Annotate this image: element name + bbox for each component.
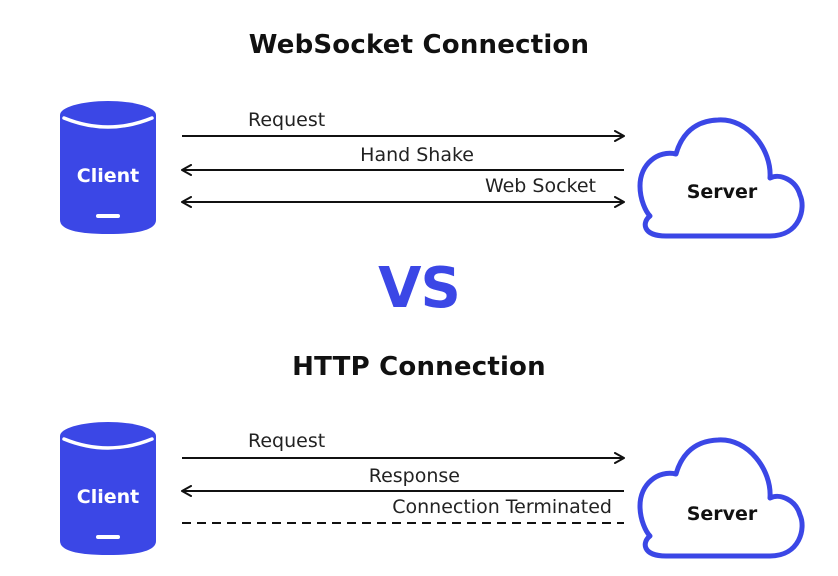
http-client-database-icon [60, 422, 156, 555]
ws-client-label: Client [77, 165, 139, 187]
http-client-label: Client [77, 486, 139, 508]
ws-server-cloud-icon [637, 117, 805, 239]
websocket-title: WebSocket Connection [248, 30, 590, 60]
http-title: HTTP Connection [292, 352, 546, 382]
ws-handshake-label: Hand Shake [360, 144, 474, 166]
vs-label: VS [378, 256, 461, 321]
http-request-label: Request [248, 430, 325, 452]
http-server-cloud-icon [637, 437, 805, 559]
ws-server-label: Server [687, 181, 758, 203]
ws-client-database-icon [60, 101, 156, 234]
ws-request-label: Request [248, 109, 325, 131]
http-terminated-label: Connection Terminated [392, 496, 612, 518]
http-server-label: Server [687, 503, 758, 525]
http-response-label: Response [369, 465, 460, 487]
ws-websocket-label: Web Socket [485, 175, 596, 197]
